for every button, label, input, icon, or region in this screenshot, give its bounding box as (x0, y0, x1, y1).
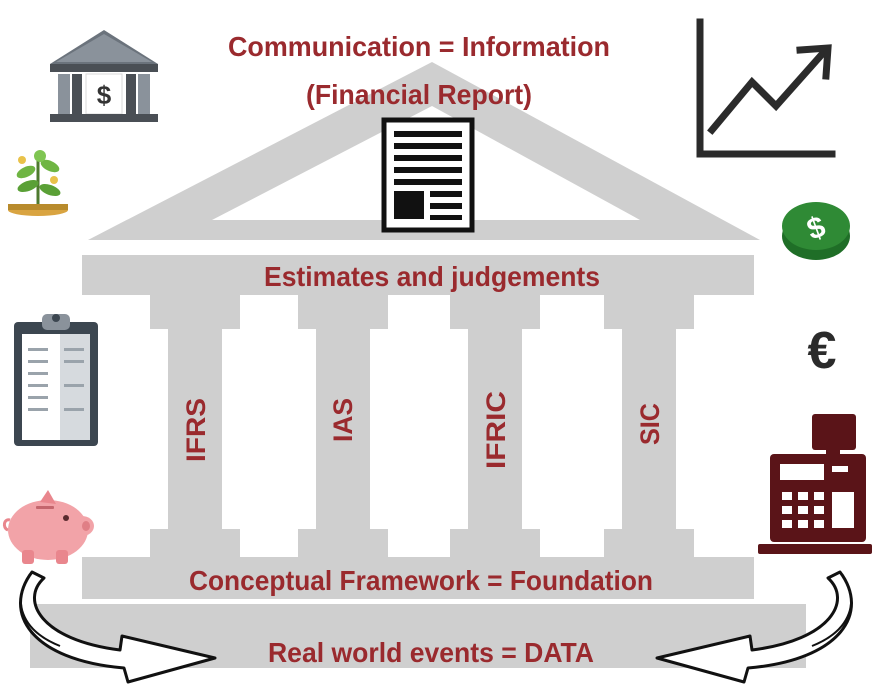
pillar-label-ias: IAS (328, 398, 358, 442)
column-base-4 (604, 529, 694, 557)
temple-entablature (82, 255, 754, 295)
money-plant-icon (8, 150, 68, 216)
column-shaft-2 (316, 329, 370, 529)
column-base-3 (450, 529, 540, 557)
column-capital-3 (450, 295, 540, 329)
pillar-label-ifric: IFRIC (481, 391, 511, 469)
column-base-1 (150, 529, 240, 557)
clipboard-icon (14, 314, 98, 446)
bank-icon: $ (50, 30, 158, 122)
title-line-2: (Financial Report) (306, 79, 532, 110)
pillar-label-sic: SIC (635, 403, 665, 445)
piggy-bank-icon (2, 490, 94, 564)
curved-arrow-right-icon (655, 570, 853, 684)
curved-arrow-left-icon (19, 570, 217, 684)
svg-text:$: $ (97, 80, 112, 110)
column-base-2 (298, 529, 388, 557)
column-shaft-1 (168, 329, 222, 529)
column-capital-2 (298, 295, 388, 329)
cash-register-icon (758, 414, 872, 554)
euro-icon: € (808, 322, 837, 380)
foundation-label: Conceptual Framework = Foundation (189, 565, 653, 596)
temple-foundation (82, 557, 754, 599)
title-line-1: Communication = Information (228, 31, 610, 62)
financial-report-icon (381, 117, 475, 233)
growth-chart-icon (696, 18, 836, 158)
dollar-coin-icon: $ (782, 202, 850, 260)
base-label: Real world events = DATA (268, 637, 594, 668)
entablature-label: Estimates and judgements (264, 261, 600, 292)
pillar-label-ifrs: IFRS (181, 398, 211, 462)
svg-text:€: € (808, 322, 837, 380)
temple-roof (88, 62, 760, 240)
column-capital-4 (604, 295, 694, 329)
column-shaft-4 (622, 329, 676, 529)
column-capital-1 (150, 295, 240, 329)
column-shaft-3 (468, 329, 522, 529)
